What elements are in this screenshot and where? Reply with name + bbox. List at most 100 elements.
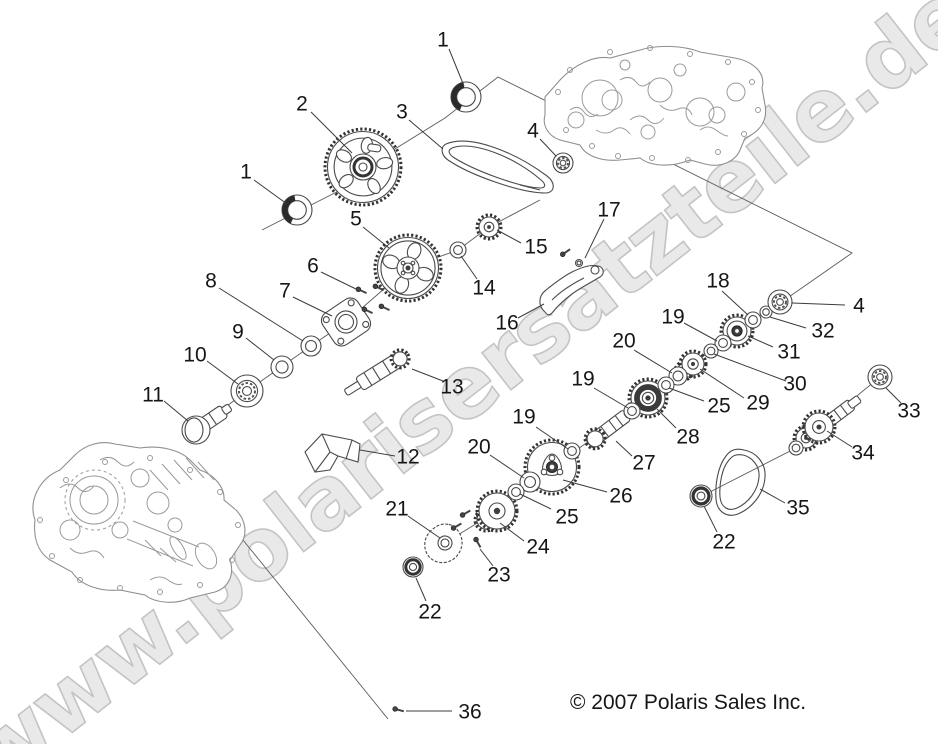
leader-line-14 <box>460 255 478 280</box>
leader-line-1 <box>253 179 288 205</box>
callout-7: 7 <box>279 279 291 303</box>
callout-22: 22 <box>712 530 736 554</box>
callout-1: 1 <box>437 28 449 52</box>
callout-8: 8 <box>205 269 217 293</box>
washer-25b <box>507 483 525 501</box>
leader-line-6 <box>320 271 357 290</box>
leader-line-13 <box>411 368 444 382</box>
washer-20a <box>668 366 688 386</box>
washer-20b <box>519 471 541 493</box>
callout-20: 20 <box>467 435 491 459</box>
bearing-10 <box>230 374 264 408</box>
leader-line-32 <box>769 316 807 329</box>
bearing-4a <box>552 152 574 174</box>
construction-line <box>242 539 389 720</box>
leader-line-9 <box>245 337 275 361</box>
callout-4: 4 <box>853 294 865 318</box>
callout-33: 33 <box>897 399 921 423</box>
callout-3: 3 <box>396 100 408 124</box>
bracket-12-drawing <box>304 433 361 473</box>
leader-line-5 <box>362 226 390 249</box>
washer-19a <box>714 334 732 352</box>
callout-19: 19 <box>661 305 685 329</box>
callout-12: 12 <box>396 445 420 469</box>
leader-line-25 <box>519 493 552 510</box>
seal-22b <box>689 484 713 508</box>
callout-24: 24 <box>526 535 550 559</box>
screw-36 <box>392 706 405 713</box>
callout-25: 25 <box>555 505 579 529</box>
seal-ring-1a <box>450 81 482 113</box>
flange-7-drawing <box>320 297 372 347</box>
bearing-4b <box>767 289 793 315</box>
leader-line-29 <box>699 368 745 399</box>
leader-line-12 <box>359 449 396 457</box>
screw-6 <box>361 306 373 315</box>
callout-19: 19 <box>571 367 595 391</box>
leader-line-23 <box>479 548 494 567</box>
callout-2: 2 <box>296 92 308 116</box>
leader-line-31 <box>747 335 774 348</box>
callout-23: 23 <box>487 563 511 587</box>
washer-19b <box>623 402 641 420</box>
seal-ring-1b <box>281 194 313 226</box>
belt-3-drawing <box>441 140 554 194</box>
leader-line-1 <box>448 48 465 87</box>
callout-6: 6 <box>307 254 319 278</box>
spacer-8 <box>300 335 322 357</box>
callout-13: 13 <box>440 375 464 399</box>
tensioner-16-drawing <box>539 264 604 316</box>
callout-34: 34 <box>851 441 875 465</box>
leader-line-20 <box>489 454 525 479</box>
gearbox-drawing <box>32 442 246 603</box>
callout-11: 11 <box>142 383 164 407</box>
callout-26: 26 <box>609 484 633 508</box>
plate-21-drawing <box>424 523 463 564</box>
shaft-13-drawing <box>344 348 411 396</box>
leader-line-33 <box>885 387 902 404</box>
leader-line-17 <box>584 218 605 259</box>
construction-line <box>389 76 853 300</box>
leader-line-19 <box>593 387 629 409</box>
shaft-27-drawing <box>583 406 637 451</box>
plug-11 <box>181 403 233 445</box>
washer-25a <box>657 376 675 394</box>
callout-10: 10 <box>183 343 207 367</box>
leader-line-26 <box>562 479 608 493</box>
leader-line-10 <box>206 360 239 385</box>
callout-22: 22 <box>418 600 442 624</box>
leader-line-15 <box>496 229 522 244</box>
leader-line-19 <box>683 322 718 342</box>
callout-36: 36 <box>458 700 482 724</box>
leader-line-3 <box>408 119 444 150</box>
callout-9: 9 <box>232 320 244 344</box>
washer-30 <box>703 343 719 359</box>
leader-line-11 <box>163 400 189 422</box>
leader-line-7 <box>292 296 333 317</box>
collar-34 <box>788 440 804 456</box>
callout-20: 20 <box>612 329 636 353</box>
leader-line-19 <box>535 426 569 450</box>
leader-line-2 <box>310 111 353 154</box>
callout-4: 4 <box>527 119 539 143</box>
callout-21: 21 <box>385 497 409 521</box>
crankcase-drawing <box>543 45 767 166</box>
callout-17: 17 <box>597 198 621 222</box>
screw-6 <box>378 303 390 312</box>
leader-line-21 <box>407 515 441 539</box>
leader-lines-layer <box>163 48 902 712</box>
leader-line-34 <box>826 430 853 448</box>
spacer-9 <box>270 355 294 379</box>
callout-19: 19 <box>512 405 536 429</box>
screw-17 <box>560 248 571 257</box>
callout-16: 16 <box>495 311 519 335</box>
leader-line-24 <box>499 522 525 542</box>
cluster-gear-29 <box>678 349 708 379</box>
leader-line-4 <box>539 138 557 157</box>
leader-line-27 <box>615 440 633 457</box>
nut-17 <box>574 258 584 268</box>
leader-line-16 <box>517 303 545 319</box>
leader-line-18 <box>721 290 749 316</box>
washer-19c <box>563 442 581 460</box>
callout-30: 30 <box>783 372 807 396</box>
